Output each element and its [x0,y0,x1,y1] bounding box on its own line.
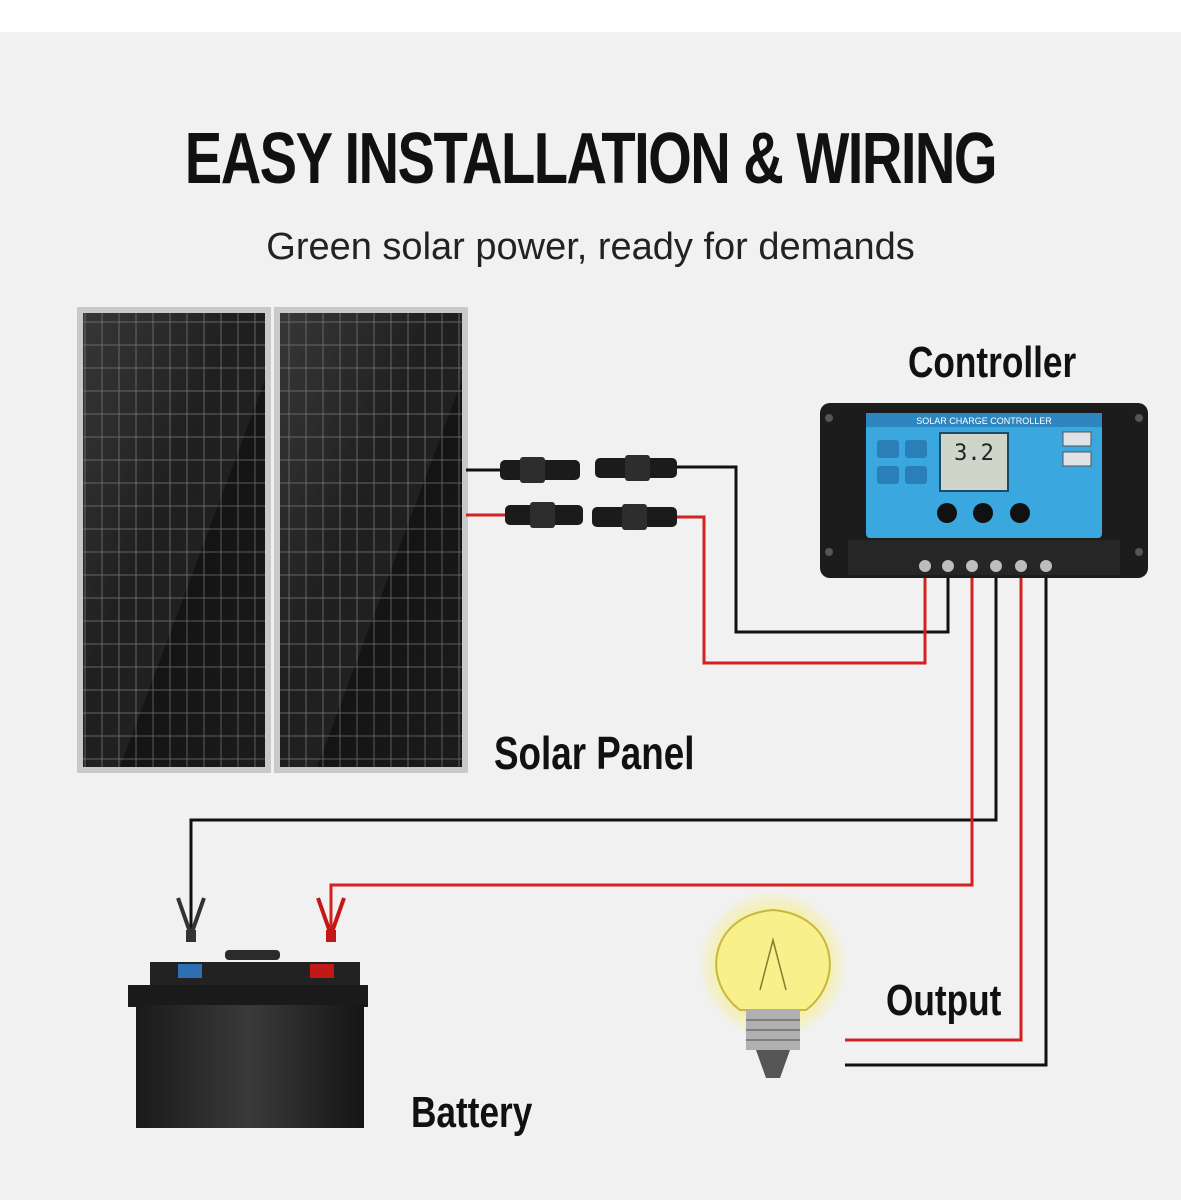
connector-icon [500,455,677,530]
page-subtitle: Green solar power, ready for demands [266,226,915,268]
battery-icon [128,950,368,1128]
controller-icon: SOLAR CHARGE CONTROLLER 3.2 [820,403,1148,578]
battery-label: Battery [411,1088,533,1137]
solar-panel-label: Solar Panel [494,727,695,779]
controller-label: Controller [908,338,1077,387]
solar-panel-icon [77,307,468,773]
clip-icon [176,897,346,942]
controller-header: SOLAR CHARGE CONTROLLER [916,416,1052,426]
page-title: EASY INSTALLATION & WIRING [184,119,998,199]
light-bulb-icon [698,890,848,1078]
output-label: Output [886,976,1002,1025]
controller-reading: 3.2 [954,441,994,466]
